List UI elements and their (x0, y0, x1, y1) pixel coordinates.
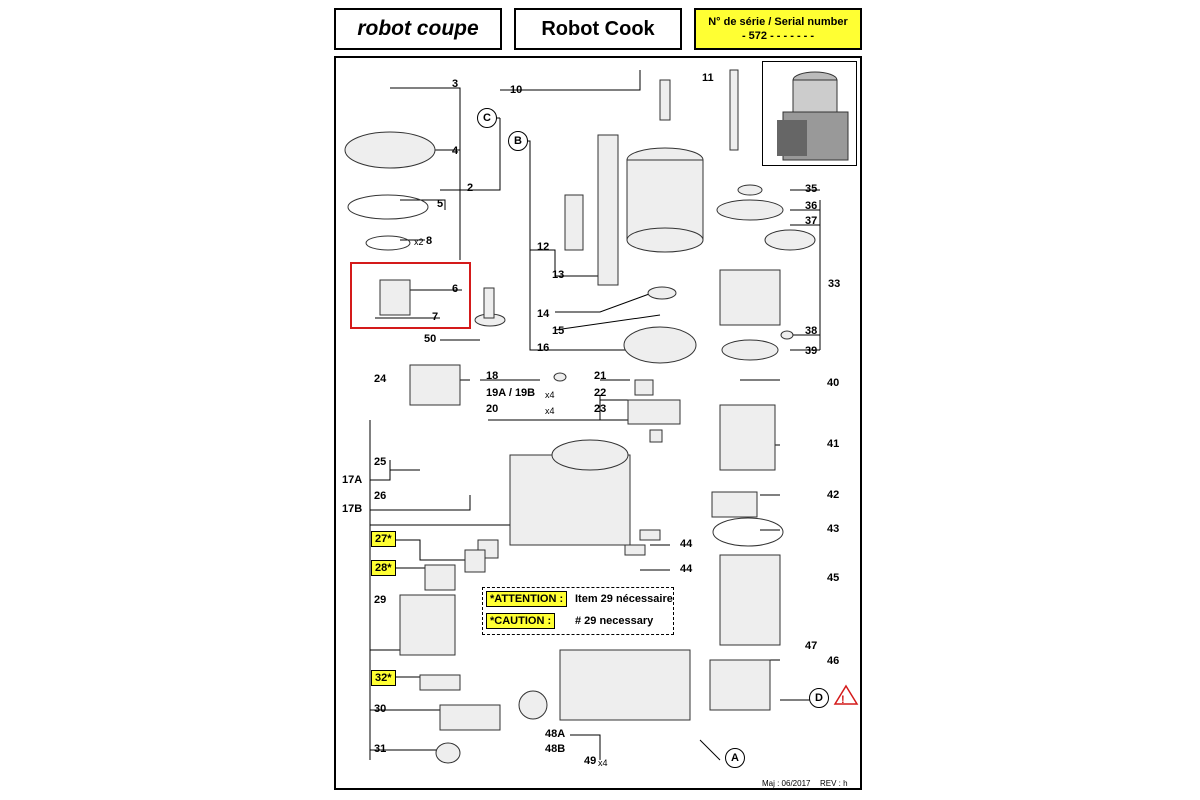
label-35: 35 (805, 183, 818, 195)
label-44-a: 44 (680, 538, 693, 550)
label-44-b: 44 (680, 563, 693, 575)
qty-x4-19: x4 (545, 390, 555, 400)
label-20: 20 (486, 403, 499, 415)
label-4: 4 (452, 145, 459, 157)
serial-value: - 572 - - - - - - - (741, 30, 815, 42)
label-27: 27* (371, 531, 396, 547)
machine-photo-drawing (777, 71, 849, 161)
serial-number-box: N° de série / Serial number - 572 - - - … (694, 8, 862, 50)
attention-label: *ATTENTION : (486, 591, 568, 607)
label-28: 28* (371, 560, 396, 576)
qty-x4-20: x4 (545, 406, 555, 416)
label-49: 49 (584, 755, 597, 767)
qty-x4-49: x4 (598, 758, 608, 768)
label-48b: 48B (545, 743, 566, 755)
highlight-box-6-7 (350, 262, 471, 329)
warning-icon: ! (841, 694, 845, 706)
callout-c: C (477, 108, 497, 128)
label-32: 32* (371, 670, 396, 686)
label-2: 2 (467, 182, 474, 194)
label-47: 47 (805, 640, 818, 652)
callout-a: A (725, 748, 745, 768)
label-7: 7 (432, 311, 439, 323)
label-26: 26 (374, 490, 387, 502)
label-37: 37 (805, 215, 818, 227)
label-15: 15 (552, 325, 565, 337)
callout-b: B (508, 131, 528, 151)
footer-maj: Maj : 06/2017 (762, 779, 811, 788)
label-50: 50 (424, 333, 437, 345)
label-13: 13 (552, 269, 565, 281)
label-36: 36 (805, 200, 818, 212)
attention-note-box (482, 587, 674, 635)
label-21: 21 (594, 370, 607, 382)
attention-text: Item 29 nécessaire (575, 593, 673, 605)
label-8: 8 (426, 235, 433, 247)
label-17a: 17A (342, 474, 363, 486)
callout-d: D (809, 688, 829, 708)
label-29: 29 (374, 594, 387, 606)
label-5: 5 (437, 198, 444, 210)
caution-text: # 29 necessary (575, 615, 654, 627)
label-23: 23 (594, 403, 607, 415)
label-39: 39 (805, 345, 818, 357)
caution-label: *CAUTION : (486, 613, 556, 629)
label-18: 18 (486, 370, 499, 382)
label-43: 43 (827, 523, 840, 535)
label-17b: 17B (342, 503, 363, 515)
label-3: 3 (452, 78, 459, 90)
label-10: 10 (510, 84, 523, 96)
label-22: 22 (594, 387, 607, 399)
qty-x2: x2 (414, 237, 424, 247)
label-6: 6 (452, 283, 459, 295)
serial-label: N° de série / Serial number (708, 16, 848, 28)
footer-rev: REV : h (820, 779, 848, 788)
label-33: 33 (828, 278, 841, 290)
label-30: 30 (374, 703, 387, 715)
label-31: 31 (374, 743, 387, 755)
label-41: 41 (827, 438, 840, 450)
label-14: 14 (537, 308, 550, 320)
label-45: 45 (827, 572, 840, 584)
label-38: 38 (805, 325, 818, 337)
page-title: Robot Cook (514, 8, 682, 50)
label-19: 19A / 19B (486, 387, 536, 399)
label-16: 16 (537, 342, 550, 354)
robot-coupe-logo: robot coupe (334, 8, 502, 50)
label-12: 12 (537, 241, 550, 253)
label-24: 24 (374, 373, 387, 385)
label-48a: 48A (545, 728, 566, 740)
label-40: 40 (827, 377, 840, 389)
label-11: 11 (702, 72, 714, 84)
label-42: 42 (827, 489, 840, 501)
machine-photo (762, 61, 857, 166)
label-46: 46 (827, 655, 840, 667)
label-25: 25 (374, 456, 387, 468)
